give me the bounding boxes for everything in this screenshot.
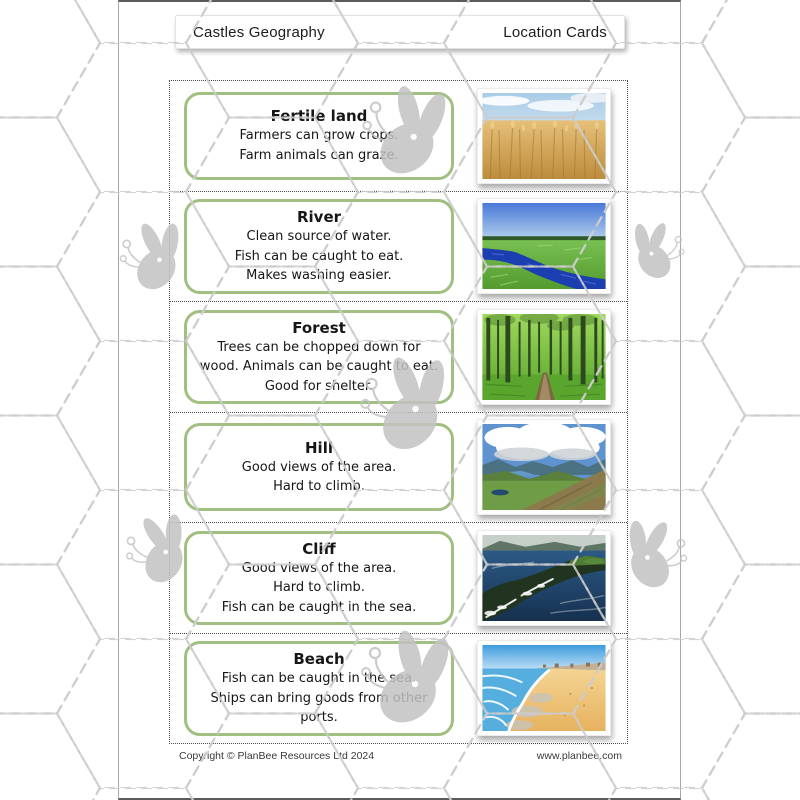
photo-river-meadow [477,198,611,295]
card-text-line: Hard to climb. [273,580,365,595]
photo-wheat-field [477,87,611,184]
copyright-text: Copyright © PlanBee Resources Ltd 2024 [179,750,375,762]
cards-cut-area: Fertile land Farmers can grow crops. Far… [169,80,628,744]
card-title: Forest [292,318,346,337]
card-text-line: Clean source of water. [246,229,392,244]
card-title: Hill [305,438,333,457]
worksheet-page: Castles Geography Location Cards Fertile… [118,0,681,800]
card-text-line: Good views of the area. [241,560,397,576]
card-hill: Hill Good views of the area. Hard to cli… [184,423,454,512]
forest-image [482,313,606,400]
row-fertile-land: Fertile land Farmers can grow crops. Far… [170,81,627,192]
card-text-line: Ships can bring goods from other ports. [210,690,428,726]
card-title: River [296,208,342,226]
wheat-field-image [482,92,606,179]
footer: Copyright © PlanBee Resources Ltd 2024 w… [119,750,680,762]
row-cliff: Cliff Good views of the area. Hard to cl… [170,523,627,634]
card-text-line: Farm animals can graze. [239,147,399,163]
card-cliff: Cliff Good views of the area. Hard to cl… [184,530,454,625]
card-text-line: Fish can be caught in the sea. [221,671,417,686]
cliff-image [482,534,606,621]
doc-title: Castles Geography [193,23,325,41]
photo-cliff-coast [477,529,611,626]
card-text-line: Farmers can grow crops. [239,128,399,144]
card-fertile-land: Fertile land Farmers can grow crops. Far… [184,91,454,180]
photo-hill-view [477,419,611,516]
card-text-line: Good views of the area. [241,459,397,475]
row-forest: Forest Trees can be chopped down for woo… [170,302,627,413]
card-text-line: Fish can be caught in the sea. [221,599,417,615]
card-title: Beach [293,650,345,668]
card-text-line: Trees can be chopped down for wood. Anim… [199,339,439,394]
header-bar: Castles Geography Location Cards [175,15,625,49]
card-river: River Clean source of water. Fish can be… [184,199,454,294]
hill-image [482,424,606,511]
card-beach: Beach Fish can be caught in the sea. Shi… [184,641,454,736]
photo-sandy-beach [477,640,611,737]
river-image [482,203,606,290]
row-beach: Beach Fish can be caught in the sea. Shi… [170,634,627,744]
card-text-line: Fish can be caught to eat. [234,248,404,264]
card-text-line: Hard to climb. [273,479,365,495]
card-title: Fertile land [270,107,368,126]
card-forest: Forest Trees can be chopped down for woo… [184,309,454,404]
row-hill: Hill Good views of the area. Hard to cli… [170,413,627,523]
row-river: River Clean source of water. Fish can be… [170,192,627,302]
card-title: Cliff [302,539,336,558]
website-link[interactable]: www.planbee.com [536,750,622,762]
card-text-line: Makes washing easier. [246,268,392,283]
doc-subtitle: Location Cards [503,23,607,41]
beach-image [482,645,606,732]
photo-forest-path [477,308,611,405]
